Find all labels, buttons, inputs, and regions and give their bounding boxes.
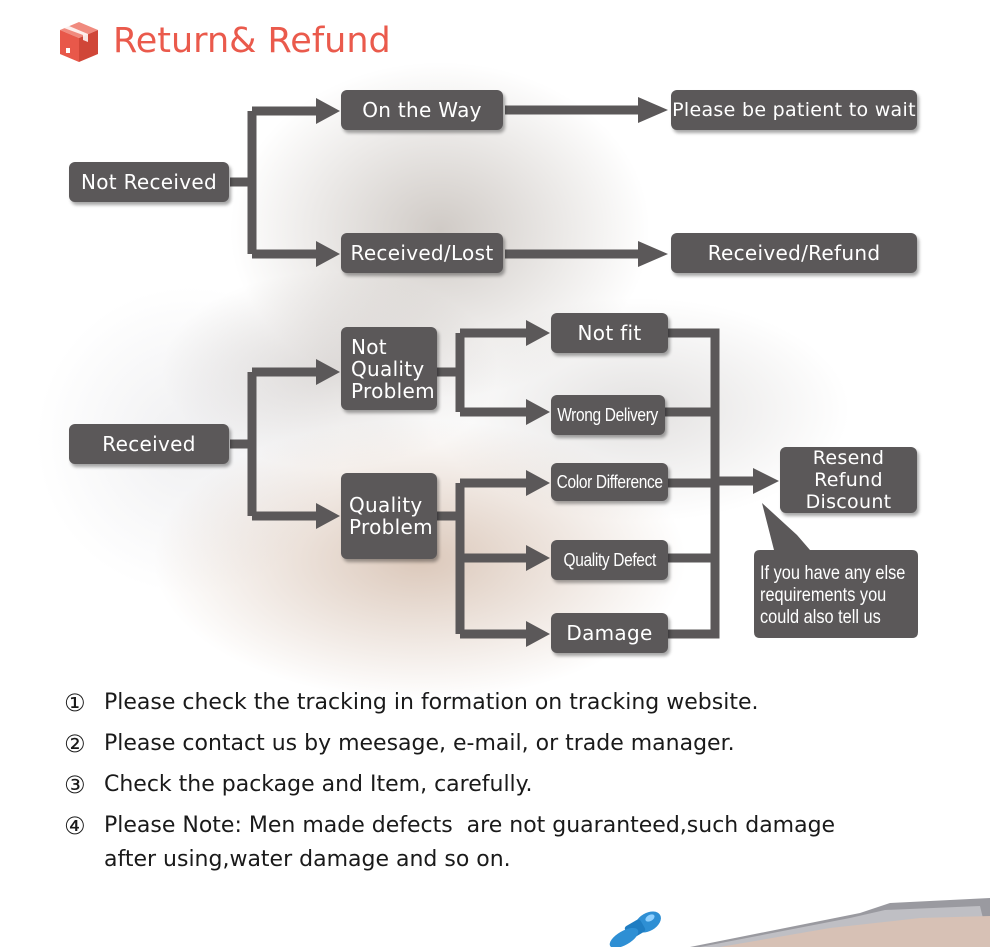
note-text: Please Note: Men made defects are not gu… [104,813,836,872]
callout-text: If you have any else requirements you co… [760,563,920,629]
node-label-line: Quality [351,356,425,381]
node-color-difference-label: Color Difference [556,471,663,492]
callout-line: If you have any else [760,563,906,584]
callout-line: requirements you [760,585,887,606]
note-item: ② Please contact us by meesage, e-mail, … [64,727,964,761]
node-not-received: Not Received [69,162,229,202]
node-quality-problem: Quality Problem [341,473,437,559]
node-wrong-delivery: Wrong Delivery [551,395,665,435]
node-received: Received [69,424,229,464]
node-on-the-way: On the Way [341,90,503,130]
node-received-lost: Received/Lost [341,233,503,273]
node-label-line: Problem [351,378,435,403]
node-resend-refund-discount: Resend Refund Discount [780,447,917,513]
box-icon [60,22,98,62]
node-quality-defect-label: Quality Defect [563,549,656,570]
node-label-line: Quality [349,493,423,517]
note-item: ① Please check the tracking in formation… [64,686,964,720]
note-number: ② [64,730,86,758]
note-text: Please contact us by meesage, e-mail, or… [104,731,735,756]
node-not-quality-problem: Not Quality Problem [341,327,437,410]
node-label-line: Resend [812,447,885,469]
node-quality-defect: Quality Defect [551,540,668,580]
photo-corner [690,898,990,947]
node-label-line: Not [351,334,387,359]
node-color-difference: Color Difference [551,463,668,501]
node-not-fit: Not fit [551,313,668,353]
note-item: ④ Please Note: Men made defects are not … [64,809,964,877]
note-number: ③ [64,771,86,799]
page-title: Return& Refund [113,21,391,61]
notes-list: ① Please check the tracking in formation… [64,686,964,884]
node-label-line: Refund [814,469,883,491]
node-label-line: Discount [805,491,892,513]
note-number: ① [64,689,86,717]
callout-bubble [754,503,918,638]
note-text: Check the package and Item, carefully. [104,772,533,797]
pushpin-icon [609,911,661,947]
node-damage: Damage [551,613,668,653]
note-item: ③ Check the package and Item, carefully. [64,768,964,802]
node-be-patient: Please be patient to wait [671,90,917,130]
note-number: ④ [64,812,86,840]
callout-line: could also tell us [760,607,881,628]
node-label-line: Problem [349,515,433,539]
node-wrong-delivery-label: Wrong Delivery [557,404,659,425]
note-text: Please check the tracking in formation o… [104,690,759,715]
node-received-refund: Received/Refund [671,233,917,273]
